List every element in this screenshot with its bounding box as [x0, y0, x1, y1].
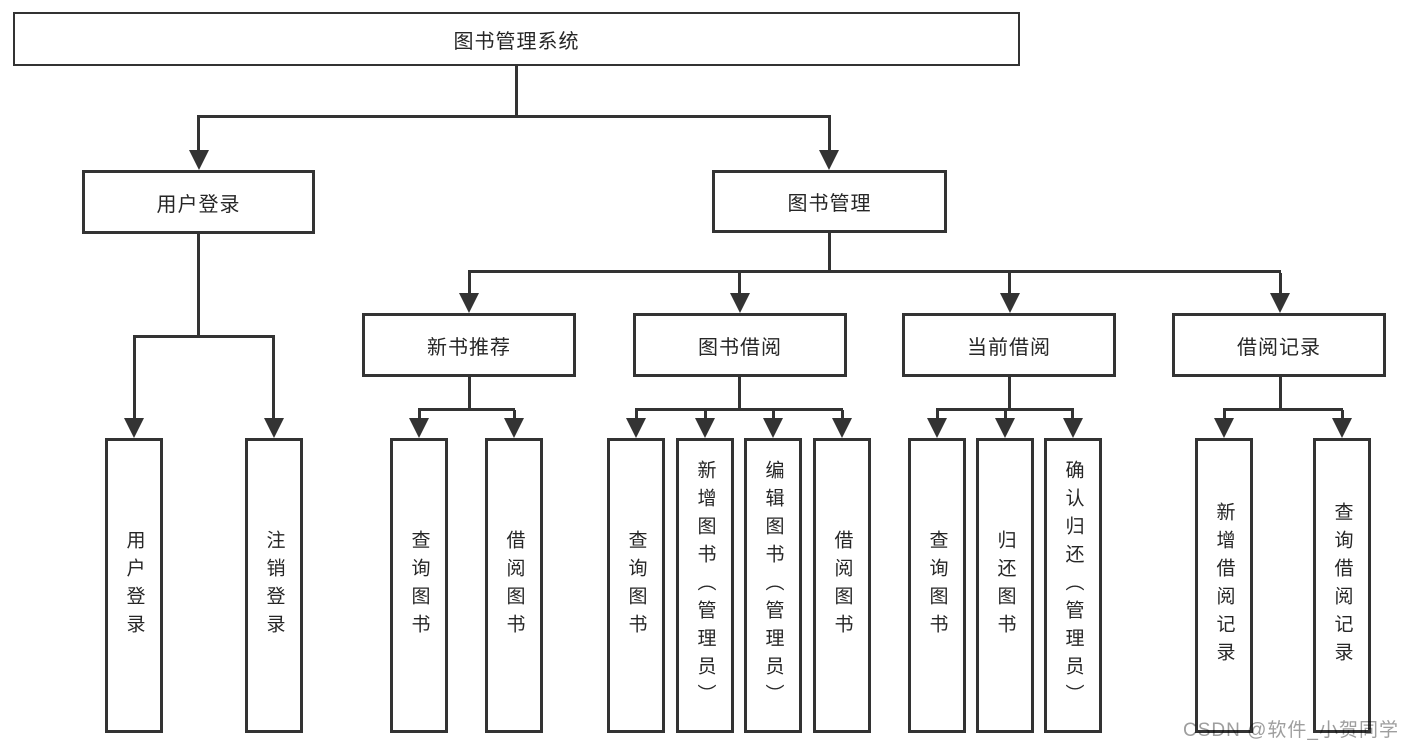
node-leaf-confirm-return-admin-label: 确认归还（管理员）: [1062, 459, 1084, 712]
connector-leaf-stub: [772, 410, 775, 420]
connector-book-borrow-rail: [635, 408, 843, 411]
arrowhead-leaf: [927, 418, 947, 438]
node-book-management: 图书管理: [712, 170, 947, 233]
connector-leaf-stub: [1004, 410, 1007, 420]
connector-leaf-stub: [1223, 410, 1226, 420]
connector-leaf-stub: [841, 410, 844, 420]
node-leaf-borrow-books-label: 借阅图书: [831, 529, 853, 642]
arrowhead-current-borrow: [1000, 293, 1020, 313]
connector-borrow-records-rail: [1223, 408, 1343, 411]
connector-leaf-stub: [936, 410, 939, 420]
arrowhead-leaf: [1332, 418, 1352, 438]
connector-level3-stub: [468, 273, 471, 295]
arrowhead-user-login: [189, 150, 209, 170]
node-leaf-borrow-books-recommend-label: 借阅图书: [503, 529, 525, 642]
node-leaf-logout: 注销登录: [245, 438, 303, 733]
node-borrowing-records-label: 借阅记录: [1237, 336, 1321, 359]
arrowhead-book-borrow: [730, 293, 750, 313]
node-leaf-add-books-admin: 新增图书（管理员）: [676, 438, 734, 733]
connector-current-borrow-drop: [1008, 377, 1011, 408]
arrowhead-leaf: [832, 418, 852, 438]
node-leaf-query-borrow-record-label: 查询借阅记录: [1331, 501, 1353, 670]
connector-root-drop: [515, 66, 518, 116]
connector-leaf-stub: [1341, 410, 1344, 420]
connector-current-borrow-rail: [936, 408, 1074, 411]
node-book-borrowing: 图书借阅: [633, 313, 847, 377]
watermark: CSDN @软件_小贺同学: [1183, 720, 1399, 741]
connector-leaf-stub: [513, 410, 516, 420]
arrowhead-leaf: [1063, 418, 1083, 438]
connector-book-mgmt-drop: [828, 233, 831, 272]
node-borrowing-records: 借阅记录: [1172, 313, 1386, 377]
arrowhead-leaf: [626, 418, 646, 438]
node-leaf-confirm-return-admin: 确认归还（管理员）: [1044, 438, 1102, 733]
connector-book-borrow-drop: [738, 377, 741, 408]
connector-level3-stub: [1279, 273, 1282, 295]
node-leaf-query-books-borrowing-label: 查询图书: [625, 529, 647, 642]
node-leaf-user-login: 用户登录: [105, 438, 163, 733]
node-root-label: 图书管理系统: [453, 30, 580, 53]
node-leaf-add-books-admin-label: 新增图书（管理员）: [694, 459, 716, 712]
connector-user-login-drop: [197, 234, 200, 336]
connector-level3-stub: [738, 273, 741, 295]
arrowhead-borrow-records: [1270, 293, 1290, 313]
node-leaf-return-books: 归还图书: [976, 438, 1034, 733]
node-leaf-query-borrow-record: 查询借阅记录: [1313, 438, 1371, 733]
arrowhead-leaf: [264, 418, 284, 438]
node-current-borrowing: 当前借阅: [902, 313, 1116, 377]
node-leaf-borrow-books-recommend: 借阅图书: [485, 438, 543, 733]
connector-leaf-stub: [272, 337, 275, 420]
node-leaf-query-books-current-label: 查询图书: [926, 529, 948, 642]
node-book-management-label: 图书管理: [787, 193, 872, 215]
connector-level3-stub: [1008, 273, 1011, 295]
connector-user-login-rail: [133, 335, 275, 338]
arrowhead-new-book-rec: [459, 293, 479, 313]
node-leaf-logout-label: 注销登录: [263, 529, 285, 642]
connector-leaf-stub: [704, 410, 707, 420]
node-leaf-edit-books-admin-label: 编辑图书（管理员）: [762, 459, 784, 712]
arrowhead-leaf: [504, 418, 524, 438]
arrowhead-leaf: [409, 418, 429, 438]
node-leaf-add-borrow-record: 新增借阅记录: [1195, 438, 1253, 733]
arrowhead-book-mgmt: [819, 150, 839, 170]
arrowhead-leaf: [995, 418, 1015, 438]
node-leaf-return-books-label: 归还图书: [994, 529, 1016, 642]
node-user-login-label: 用户登录: [156, 193, 241, 216]
connector-new-book-rec-drop: [468, 377, 471, 408]
node-library-management-system: 图书管理系统: [13, 12, 1020, 66]
connector-book-mgmt-stub: [828, 118, 831, 152]
node-current-borrowing-label: 当前借阅: [967, 336, 1051, 359]
connector-new-book-rec-rail: [418, 408, 515, 411]
connector-borrow-records-drop: [1279, 377, 1282, 408]
node-new-book-recommend: 新书推荐: [362, 313, 576, 377]
connector-level3-rail: [468, 270, 1281, 273]
connector-leaf-stub: [635, 410, 638, 420]
node-leaf-user-login-label: 用户登录: [123, 529, 145, 642]
node-leaf-edit-books-admin: 编辑图书（管理员）: [744, 438, 802, 733]
connector-level2-rail: [197, 115, 831, 118]
node-leaf-borrow-books: 借阅图书: [813, 438, 871, 733]
node-leaf-add-borrow-record-label: 新增借阅记录: [1213, 501, 1235, 670]
node-leaf-query-books-borrowing: 查询图书: [607, 438, 665, 733]
connector-user-login-stub: [197, 118, 200, 152]
arrowhead-leaf: [695, 418, 715, 438]
connector-leaf-stub: [133, 337, 136, 420]
node-new-book-recommend-label: 新书推荐: [427, 336, 511, 359]
arrowhead-leaf: [1214, 418, 1234, 438]
node-leaf-query-books-recommend: 查询图书: [390, 438, 448, 733]
node-leaf-query-books-current: 查询图书: [908, 438, 966, 733]
node-book-borrowing-label: 图书借阅: [698, 336, 782, 359]
node-user-login: 用户登录: [82, 170, 315, 234]
arrowhead-leaf: [763, 418, 783, 438]
node-leaf-query-books-recommend-label: 查询图书: [408, 529, 430, 642]
connector-leaf-stub: [418, 410, 421, 420]
arrowhead-leaf: [124, 418, 144, 438]
connector-leaf-stub: [1071, 410, 1074, 420]
